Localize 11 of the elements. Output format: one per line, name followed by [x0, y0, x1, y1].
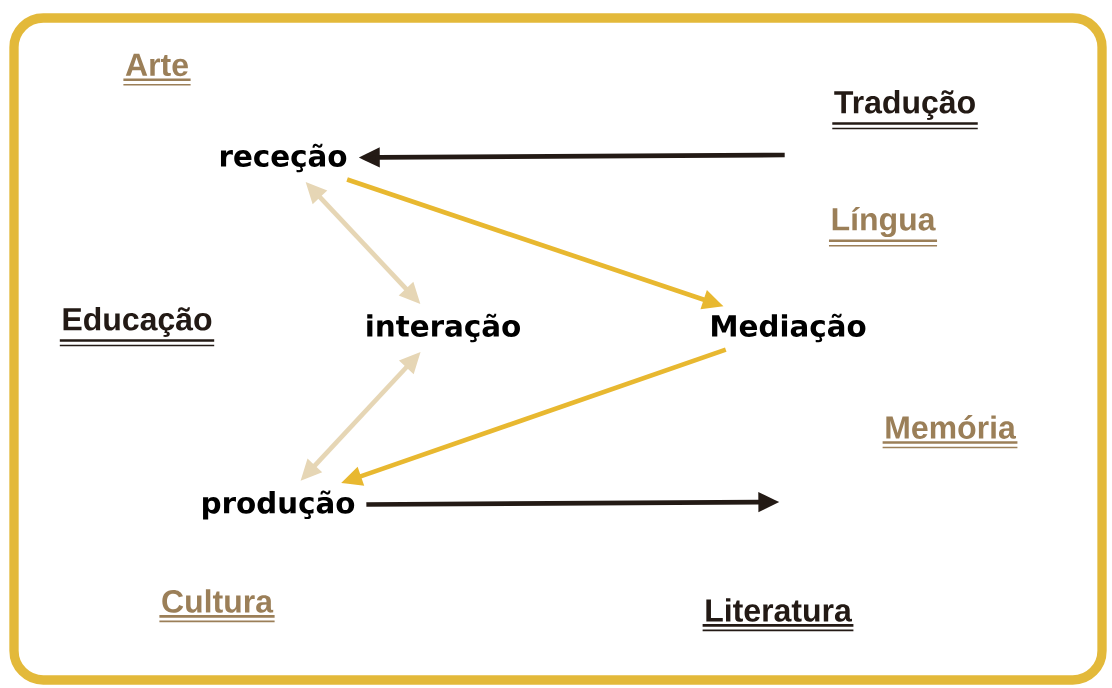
topic-label: Educação	[59, 307, 215, 347]
concept-word: receção	[221, 143, 347, 173]
topic-label: Literatura	[701, 598, 855, 632]
topic-label: Língua	[828, 206, 938, 247]
topic-label: Tradução	[831, 90, 979, 130]
concept-word: Mediação	[712, 313, 866, 343]
concept-word: produção	[203, 490, 355, 520]
concept-word: interação	[367, 313, 520, 343]
topic-label: Cultura	[158, 589, 276, 623]
topic-label: Memória	[881, 415, 1019, 449]
topic-label: Arte	[122, 53, 192, 86]
